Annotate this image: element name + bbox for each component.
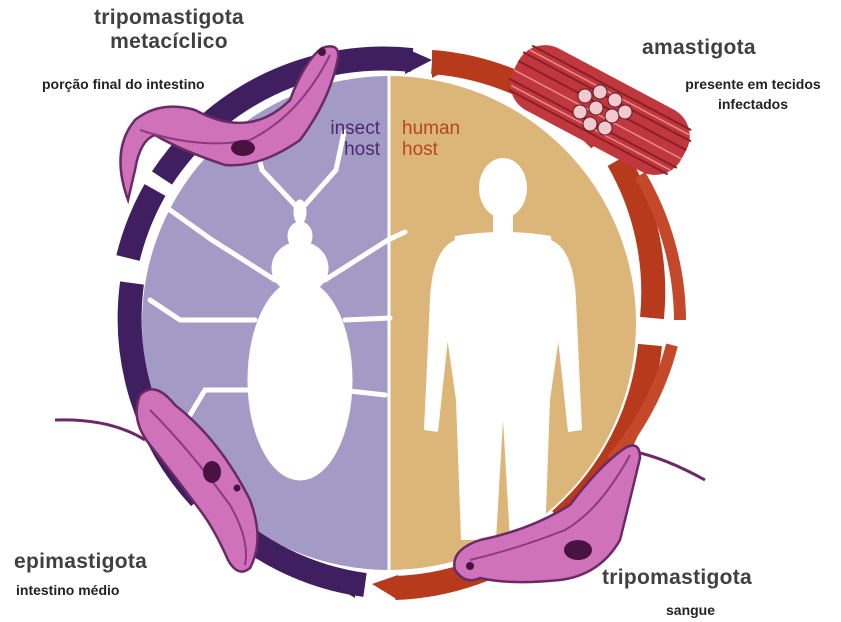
metacyclic-name-line2: metacíclico (74, 30, 264, 54)
trypomastigote-stage-name: tripomastigota (602, 566, 752, 590)
metacyclic-name-line1: tripomastigota (74, 6, 264, 30)
epimastigote-stage-name: epimastigota (14, 550, 147, 574)
amastigote-location-line2: infectados (668, 96, 838, 112)
metacyclic-stage-name: tripomastigota metacíclico (74, 6, 264, 54)
amastigote-location: presente em tecidos infectados (668, 76, 838, 112)
metacyclic-location: porção final do intestino (42, 76, 205, 92)
human-host-line1: human (402, 118, 460, 139)
trypomastigote-location: sangue (666, 602, 715, 618)
nucleus-icon (203, 461, 221, 483)
insect-host-label: insect host (322, 118, 380, 160)
insect-host-line1: insect (322, 118, 380, 139)
nucleus-icon (564, 540, 592, 560)
human-host-label: human host (402, 118, 460, 160)
human-ring-arrow (372, 575, 398, 600)
human-host-line2: host (402, 139, 460, 160)
insect-host-line2: host (322, 139, 380, 160)
epimastigote-location: intestino médio (16, 582, 119, 598)
amastigote-location-line1: presente em tecidos (668, 76, 838, 92)
amastigote-stage-name: amastigota (642, 36, 756, 60)
insect-ring-arrow (405, 48, 432, 74)
nucleus-icon (231, 140, 255, 156)
